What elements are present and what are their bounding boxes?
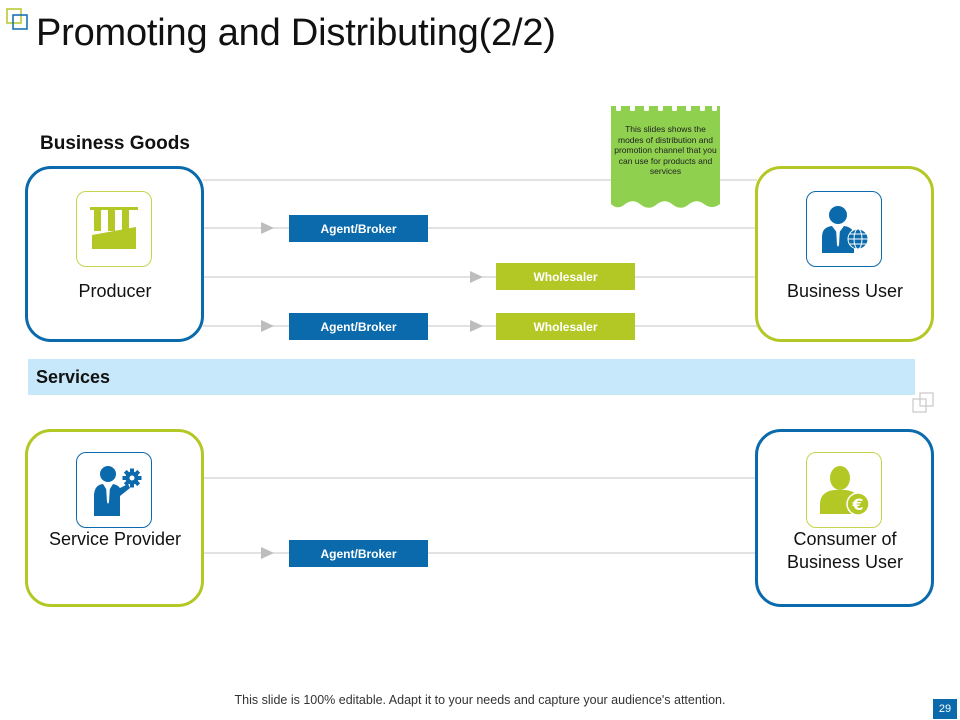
consumer-node: € Consumer of Business User (755, 429, 934, 607)
consumer-icon-box: € (806, 452, 882, 528)
sticky-note-text: This slides shows the modes of distribut… (614, 124, 717, 177)
service-provider-label: Service Provider (48, 529, 182, 549)
person-euro-icon: € (820, 466, 870, 516)
wholesaler-tag: Wholesaler (496, 263, 635, 290)
page-title: Promoting and Distributing(2/2) (36, 12, 556, 54)
arrow-right-icon (261, 222, 274, 234)
sticky-note (611, 102, 720, 208)
arrow-right-icon (261, 547, 274, 559)
service-provider-icon-box (76, 452, 152, 528)
agent-broker-tag: Agent/Broker (289, 313, 428, 340)
arrow-right-icon (470, 271, 483, 283)
factory-icon (90, 207, 138, 249)
svg-text:€: € (851, 495, 863, 514)
corner-decoration (6, 8, 28, 30)
agent-broker-tag: Agent/Broker (289, 215, 428, 242)
business-user-label: Business User (786, 281, 904, 301)
arrow-right-icon (470, 320, 483, 332)
business-goods-heading: Business Goods (40, 133, 190, 154)
business-user-icon-box (806, 191, 882, 267)
agent-broker-tag: Agent/Broker (289, 540, 428, 567)
arrow-right-icon (261, 320, 274, 332)
business-user-node: Business User (755, 166, 934, 342)
services-heading: Services (36, 367, 111, 387)
businessman-globe-icon (822, 206, 869, 253)
wholesaler-tag: Wholesaler (496, 313, 635, 340)
producer-label: Producer (78, 281, 152, 301)
businessman-gear-icon (94, 466, 142, 516)
producer-icon-box (76, 191, 152, 267)
footer-note: This slide is 100% editable. Adapt it to… (234, 693, 726, 707)
page-number: 29 (933, 699, 957, 719)
copy-decoration (912, 392, 934, 413)
producer-node: Producer (25, 166, 204, 342)
service-provider-node: Service Provider (25, 429, 204, 607)
services-bar: Services (28, 359, 915, 395)
consumer-label: Consumer of Business User (786, 529, 904, 572)
